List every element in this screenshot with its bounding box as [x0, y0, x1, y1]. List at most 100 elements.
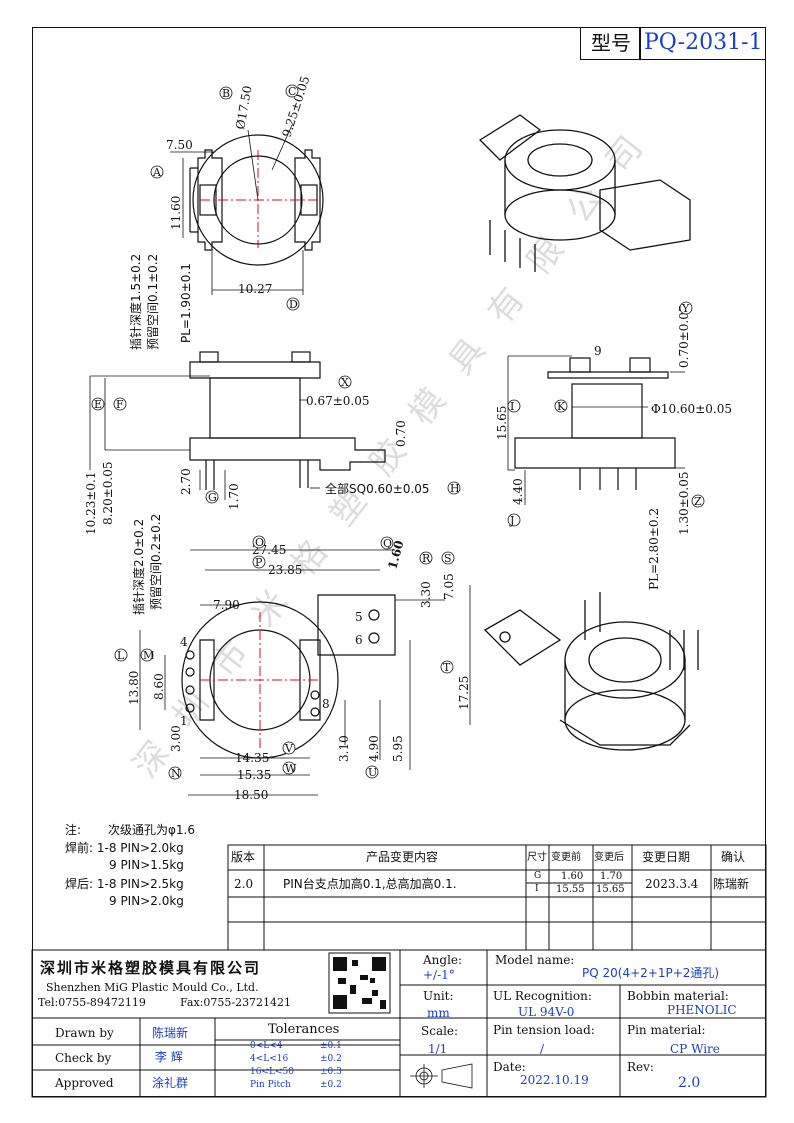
iso-view-top — [478, 114, 691, 272]
dim-18-50: 18.50 — [234, 788, 268, 802]
dim-14-35: 14.35 — [235, 751, 269, 765]
model-number: PQ-2031-1 — [644, 30, 763, 55]
callout-e: E — [94, 398, 102, 411]
bottom-dims — [139, 549, 471, 796]
dim-17-25: 17.25 — [457, 676, 471, 710]
callout-i: I — [510, 400, 514, 413]
top-view-dims — [170, 124, 304, 295]
dim-7-90: 7.90 — [213, 598, 240, 612]
dim-0-67: 0.67±0.05 — [306, 394, 370, 408]
rev-confirm: 陈瑞新 — [713, 877, 750, 891]
dim-pl-2-80: PL=2.80±0.2 — [647, 508, 661, 590]
rev-header-dim: 尺寸 — [527, 852, 547, 863]
company-fax: Fax:0755-23721421 — [180, 996, 292, 1009]
company-tel: Tel:0755-89472119 — [38, 996, 146, 1009]
unit-value: mm — [427, 1006, 450, 1020]
rev-header-date: 变更日期 — [642, 850, 691, 864]
tolerances-label: Tolerances — [268, 1022, 340, 1037]
dim-5-95: 5.95 — [391, 735, 405, 762]
model-name-label: Model name: — [495, 953, 575, 967]
dim-9: 9 — [594, 344, 602, 358]
pin-1-number: 1 — [180, 714, 188, 728]
pl-note-1: PL=1.90±0.1 — [179, 263, 193, 343]
callout-p: P — [255, 556, 263, 569]
side-right-callouts — [507, 301, 705, 527]
callout-n: N — [171, 767, 181, 780]
notes-label: 注: — [65, 823, 82, 837]
dim-dia-17-50: Ø17.50 — [233, 85, 254, 131]
dim-4-90: 4.90 — [367, 735, 381, 762]
dim-10-27: 10.27 — [238, 282, 272, 296]
dim-15-65: 15.65 — [495, 406, 509, 440]
note-line-2: 焊前: 1-8 PIN>2.0kg — [65, 841, 184, 855]
callout-w: W — [285, 762, 297, 775]
callout-d: D — [289, 298, 298, 311]
dim-phi-10-60: Φ10.60±0.05 — [651, 402, 732, 416]
rev-dim-mark-i: I — [535, 884, 539, 894]
bobbin-label: Bobbin material: — [627, 989, 729, 1003]
pin-depth-note-1: 插针深度1.5±0.2 — [128, 254, 143, 350]
rev-before-1: 1.60 — [561, 871, 584, 882]
dim-10-23: 10.23±0.1 — [84, 472, 98, 536]
note-line-1: 次级通孔为φ1.6 — [108, 823, 196, 837]
callout-q: Q — [383, 537, 392, 550]
bobbin-value: PHENOLIC — [667, 1003, 737, 1017]
callout-k: K — [557, 400, 566, 413]
date-label: Date: — [493, 1060, 526, 1074]
pin-depth-note-2: 插针深度2.0±0.2 — [131, 519, 146, 615]
rev-header-after: 变更后 — [594, 852, 624, 863]
scale-label: Scale: — [421, 1024, 459, 1038]
check-by-value: 李 辉 — [155, 1050, 183, 1064]
callout-c: C — [288, 85, 296, 98]
callout-r: R — [422, 552, 431, 565]
rev-dim-mark-g: G — [534, 871, 542, 881]
company-name-cn: 深圳市米格塑胶模具有限公司 — [40, 959, 262, 977]
top-view-callouts — [150, 84, 300, 311]
rev-header-content: 产品变更内容 — [366, 850, 439, 864]
pin-tension-value: / — [540, 1042, 545, 1056]
callout-f: F — [116, 398, 124, 411]
dim-8-20: 8.20±0.05 — [101, 462, 115, 526]
tol-value-3: ±0.3 — [320, 1067, 342, 1077]
check-by-label: Check by — [55, 1051, 112, 1065]
iso-view-bottom — [483, 592, 699, 751]
ul-label: UL Recognition: — [493, 989, 592, 1003]
rev-label: Rev: — [627, 1060, 654, 1074]
dim-11-60: 11.60 — [169, 196, 183, 230]
dim-8-60: 8.60 — [152, 673, 166, 700]
dim-0-70-b: 0.70±0.05 — [677, 305, 691, 369]
company-name-en: Shenzhen MiG Plastic Mould Co., Ltd. — [46, 981, 259, 994]
dim-3-30: 3.30 — [419, 581, 433, 608]
dim-2-70: 2.70 — [179, 468, 193, 495]
pin-8-number: 8 — [322, 697, 330, 711]
angle-value: +/-1° — [423, 968, 455, 982]
dim-9-25: 9.25±0.05 — [280, 74, 313, 139]
dim-1-30: 1.30±0.05 — [677, 472, 691, 536]
drawn-by-value: 陈瑞新 — [152, 1026, 189, 1040]
ul-value: UL 94V-0 — [518, 1005, 575, 1019]
dim-0-70: 0.70 — [394, 420, 408, 447]
dim-23-85: 23.85 — [268, 563, 302, 577]
tol-value-1: ±0.1 — [320, 1041, 342, 1051]
model-title-box: 型号 PQ-2031-1 — [580, 28, 766, 60]
dim-15-35: 15.35 — [237, 768, 271, 782]
dim-3-00: 3.00 — [169, 725, 183, 752]
rev-header-before: 变更前 — [551, 852, 581, 863]
dim-sq-0-60: 全部SQ0.60±0.05 — [325, 481, 430, 496]
rev-after-2: 15.65 — [596, 884, 625, 895]
tol-range-2: 4<L<16 — [250, 1054, 289, 1064]
callout-j: J — [509, 514, 514, 527]
callout-y: Y — [681, 302, 690, 315]
rev-version: 2.0 — [234, 877, 254, 891]
tol-range-1: 0<L<4 — [250, 1041, 283, 1051]
callout-t: T — [443, 661, 451, 674]
dim-1-70: 1.70 — [227, 483, 241, 510]
side-view-left — [189, 351, 386, 490]
date-value: 2022.10.19 — [520, 1073, 589, 1087]
side-left-callouts — [91, 375, 461, 504]
callout-b: B — [222, 87, 230, 100]
pin-material-label: Pin material: — [627, 1023, 706, 1037]
pin-5-number: 5 — [355, 610, 363, 624]
drawn-by-label: Drawn by — [55, 1026, 114, 1040]
